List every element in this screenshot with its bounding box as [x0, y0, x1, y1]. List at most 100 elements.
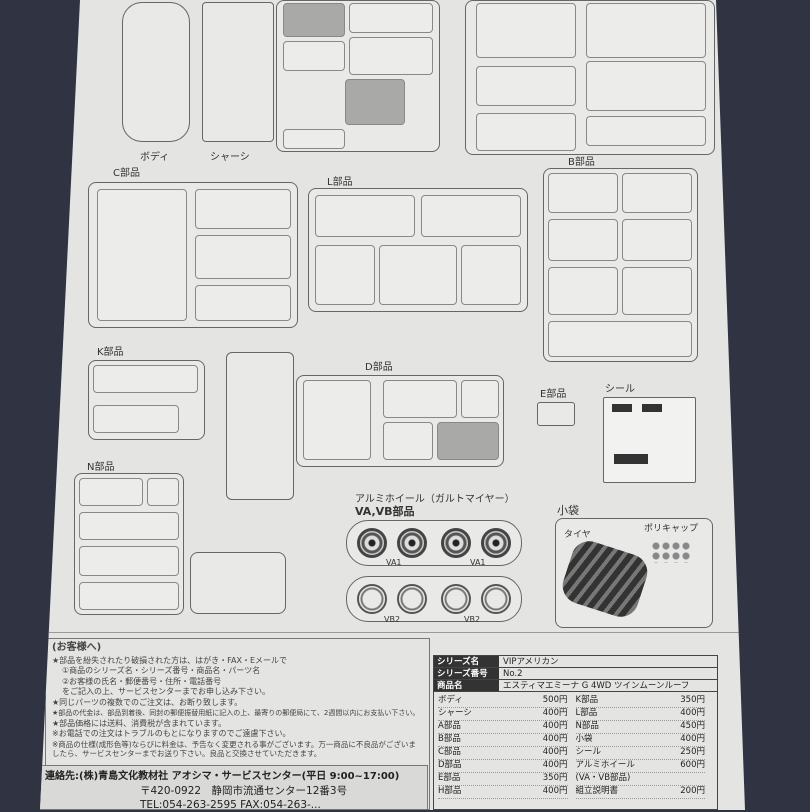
part-price: 350円: [542, 773, 568, 783]
h-parts-runner: [465, 0, 715, 155]
vb2-label-1: VB2: [384, 615, 401, 624]
small-bag-label: 小袋: [557, 504, 579, 517]
e-parts-runner: [537, 402, 575, 426]
b-parts-label: B部品: [568, 157, 595, 168]
price-row: D部品 400円: [438, 760, 568, 773]
seal-label: シール: [605, 384, 635, 395]
note-line: ★同じパーツの複数でのご注文は、お断り致します。: [52, 697, 243, 707]
price-row: (VA・VB部品): [575, 773, 705, 786]
small-bag-box: タイヤ ポリキャップ: [555, 518, 713, 628]
part-name: K部品: [575, 695, 599, 705]
l-parts-label: L部品: [327, 177, 353, 188]
price-row: シール 250円: [575, 747, 705, 760]
note-line: ②お客様の氏名・郵便番号・住所・電話番号: [62, 676, 222, 686]
body-label: ボディ: [140, 152, 170, 163]
d-parts-runner: [296, 375, 504, 467]
note-line: ※商品の仕様(成形色等)ならびに料金は、予告なく変更される事がございます。万一商…: [52, 739, 416, 759]
series-no: No.2: [503, 669, 523, 679]
alu-wheel-label: アルミホイール（ガルトマイヤー）: [355, 494, 515, 505]
price-row: アルミホイール 600円: [575, 760, 705, 773]
price-row: 組立説明書 200円: [575, 786, 705, 799]
price-row: B部品 400円: [438, 734, 568, 747]
part-price: 400円: [542, 786, 568, 796]
part-name: C部品: [438, 747, 461, 757]
b-parts-runner: [543, 168, 698, 362]
part-name: シャーシ: [438, 708, 472, 718]
part-name: アルミホイール: [575, 760, 635, 770]
vb-parts-runner: [346, 576, 522, 622]
product-label: 商品名: [434, 680, 499, 691]
note-line: をご記入の上、サービスセンターまでお申し込み下さい。: [62, 687, 270, 696]
va1-label-2: VA1: [470, 558, 486, 567]
product-name: エスティマエミーナ G 4WD ツインムーンルーフ: [503, 681, 690, 691]
contact-line: 連絡先:(株)青島文化教材社 アオシマ・サービスセンター(平日 9:00~17:…: [45, 771, 400, 782]
part-price: 400円: [542, 747, 568, 757]
note-line: ★部品の代金は、部品到着後、同封の郵便振替用紙に記入の上、最寄りの郵便局にて、2…: [52, 709, 420, 717]
part-name: シール: [575, 747, 602, 757]
part-price: 400円: [542, 734, 568, 744]
polycap-label: ポリキャップ: [644, 524, 699, 534]
price-row: C部品 400円: [438, 747, 568, 760]
vavb-parts-label: VA,VB部品: [355, 505, 415, 518]
polycaps: [651, 541, 691, 563]
part-name: E部品: [438, 773, 461, 783]
contact-info: 連絡先:(株)青島文化教材社 アオシマ・サービスセンター(平日 9:00~17:…: [40, 765, 428, 811]
c-parts-label: C部品: [113, 168, 140, 179]
tire-stack: [558, 536, 652, 622]
note-line: ※お電話での注文はトラブルのもとになりますのでご遠慮下さい。: [52, 729, 291, 738]
part-price: 450円: [680, 721, 705, 731]
part-price: 400円: [680, 708, 705, 718]
body-part: [122, 2, 190, 142]
tire-label: タイヤ: [564, 530, 591, 540]
price-row: A部品 400円: [438, 721, 568, 734]
note-line: ①商品のシリーズ名・シリーズ番号・商品名・パーツ名: [62, 666, 261, 675]
e-parts-label: E部品: [540, 389, 567, 400]
part-price: 600円: [680, 760, 705, 770]
part-price: 200円: [680, 786, 705, 796]
chassis-part: [202, 2, 274, 142]
part-name: L部品: [575, 708, 598, 718]
n-parts-runner: [74, 473, 184, 615]
c-parts-runner: [88, 182, 298, 328]
customer-notes: (お客様へ) ★部品を紛失されたり破損された方は、はがき・FAX・Eメールで ①…: [45, 638, 430, 810]
price-row: E部品 350円: [438, 773, 568, 786]
part-price: 500円: [542, 695, 568, 705]
part-name: 組立説明書: [575, 786, 619, 796]
k-parts-runner: [88, 360, 205, 440]
part-name: H部品: [438, 786, 462, 796]
price-row: L部品 400円: [575, 708, 705, 721]
notes-heading: (お客様へ): [52, 642, 102, 653]
vb2-label-2: VB2: [464, 615, 481, 624]
part-name: B部品: [438, 734, 461, 744]
series-no-label: シリーズ番号: [434, 668, 499, 679]
part-price: 400円: [542, 721, 568, 731]
a-parts-runner: [276, 0, 440, 152]
part-price: 350円: [680, 695, 705, 705]
n-parts-runner-2: [190, 552, 286, 614]
va1-label-1: VA1: [386, 558, 402, 567]
va-parts-runner: [346, 520, 522, 566]
part-name: D部品: [438, 760, 462, 770]
chassis-label: シャーシ: [210, 152, 250, 163]
part-price: 400円: [542, 760, 568, 770]
price-row: H部品 400円: [438, 786, 568, 799]
price-row: K部品 350円: [575, 695, 705, 708]
chassis-frame-part: [226, 352, 294, 500]
note-line: ★部品を紛失されたり破損された方は、はがき・FAX・Eメールで: [52, 655, 288, 665]
note-line: ★部品価格には送料、消費税が含まれています。: [52, 718, 227, 728]
part-name: (VA・VB部品): [575, 773, 631, 783]
part-name: 小袋: [575, 734, 593, 744]
part-name: A部品: [438, 721, 461, 731]
part-price: 250円: [680, 747, 705, 757]
contact-phone: TEL:054-263-2595 FAX:054-263-...: [140, 799, 321, 811]
d-parts-label: D部品: [365, 362, 393, 373]
l-parts-runner: [308, 188, 528, 312]
contact-address: 〒420-0922 静岡市流通センター12番3号: [140, 785, 348, 797]
decal-sheet: [603, 397, 696, 483]
